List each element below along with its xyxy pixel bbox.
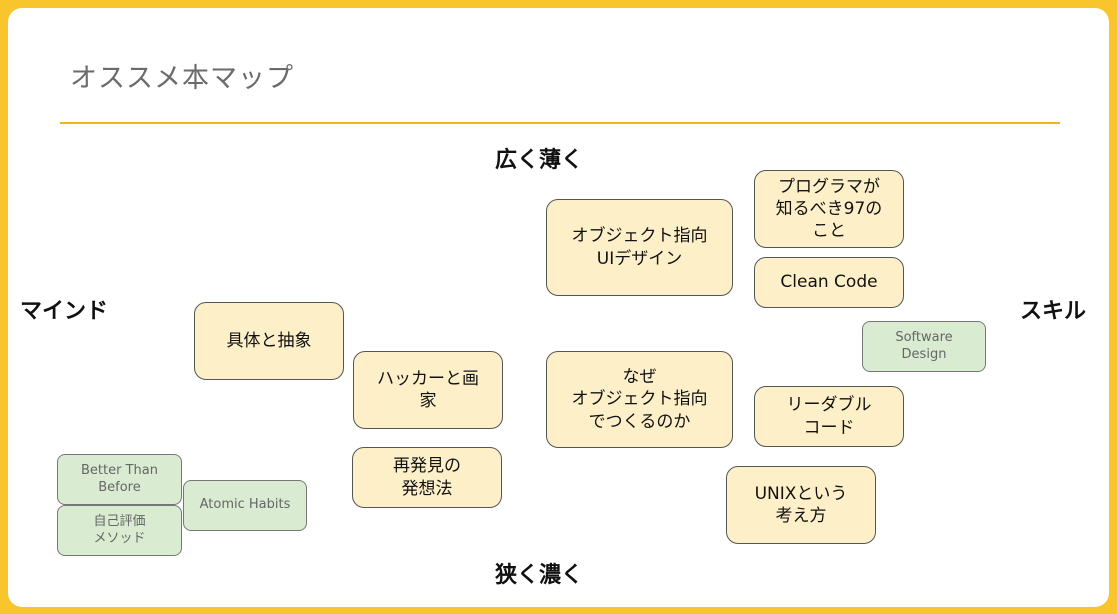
book-why-oop: なぜ オブジェクト指向 でつくるのか bbox=[546, 351, 733, 448]
book-oop-ui-design: オブジェクト指向 UIデザイン bbox=[546, 199, 733, 296]
book-atomic-habits: Atomic Habits bbox=[183, 480, 307, 531]
book-hackers-painters: ハッカーと画 家 bbox=[353, 351, 503, 429]
page-title: オススメ本マップ bbox=[70, 63, 294, 94]
book-unix: UNIXという 考え方 bbox=[726, 466, 876, 544]
axis-label-left: マインド bbox=[20, 299, 109, 324]
axis-label-right: スキル bbox=[1020, 299, 1087, 324]
axis-label-top: 広く薄く bbox=[495, 148, 584, 173]
slide: オススメ本マップ 広く薄く 狭く濃く マインド スキル プログラマが 知るべき9… bbox=[8, 8, 1109, 607]
book-readable-code: リーダブル コード bbox=[754, 386, 904, 447]
book-better-than-before: Better Than Before bbox=[57, 454, 182, 505]
book-software-design: Software Design bbox=[862, 321, 986, 372]
book-self-evaluation: 自己評価 メソッド bbox=[57, 505, 182, 556]
book-concrete-abstract: 具体と抽象 bbox=[194, 302, 344, 380]
book-rediscovery: 再発見の 発想法 bbox=[352, 447, 502, 508]
book-programmer-97: プログラマが 知るべき97の こと bbox=[754, 170, 904, 248]
book-clean-code: Clean Code bbox=[754, 257, 904, 308]
axis-label-bottom: 狭く濃く bbox=[495, 563, 584, 588]
title-divider bbox=[60, 122, 1060, 124]
